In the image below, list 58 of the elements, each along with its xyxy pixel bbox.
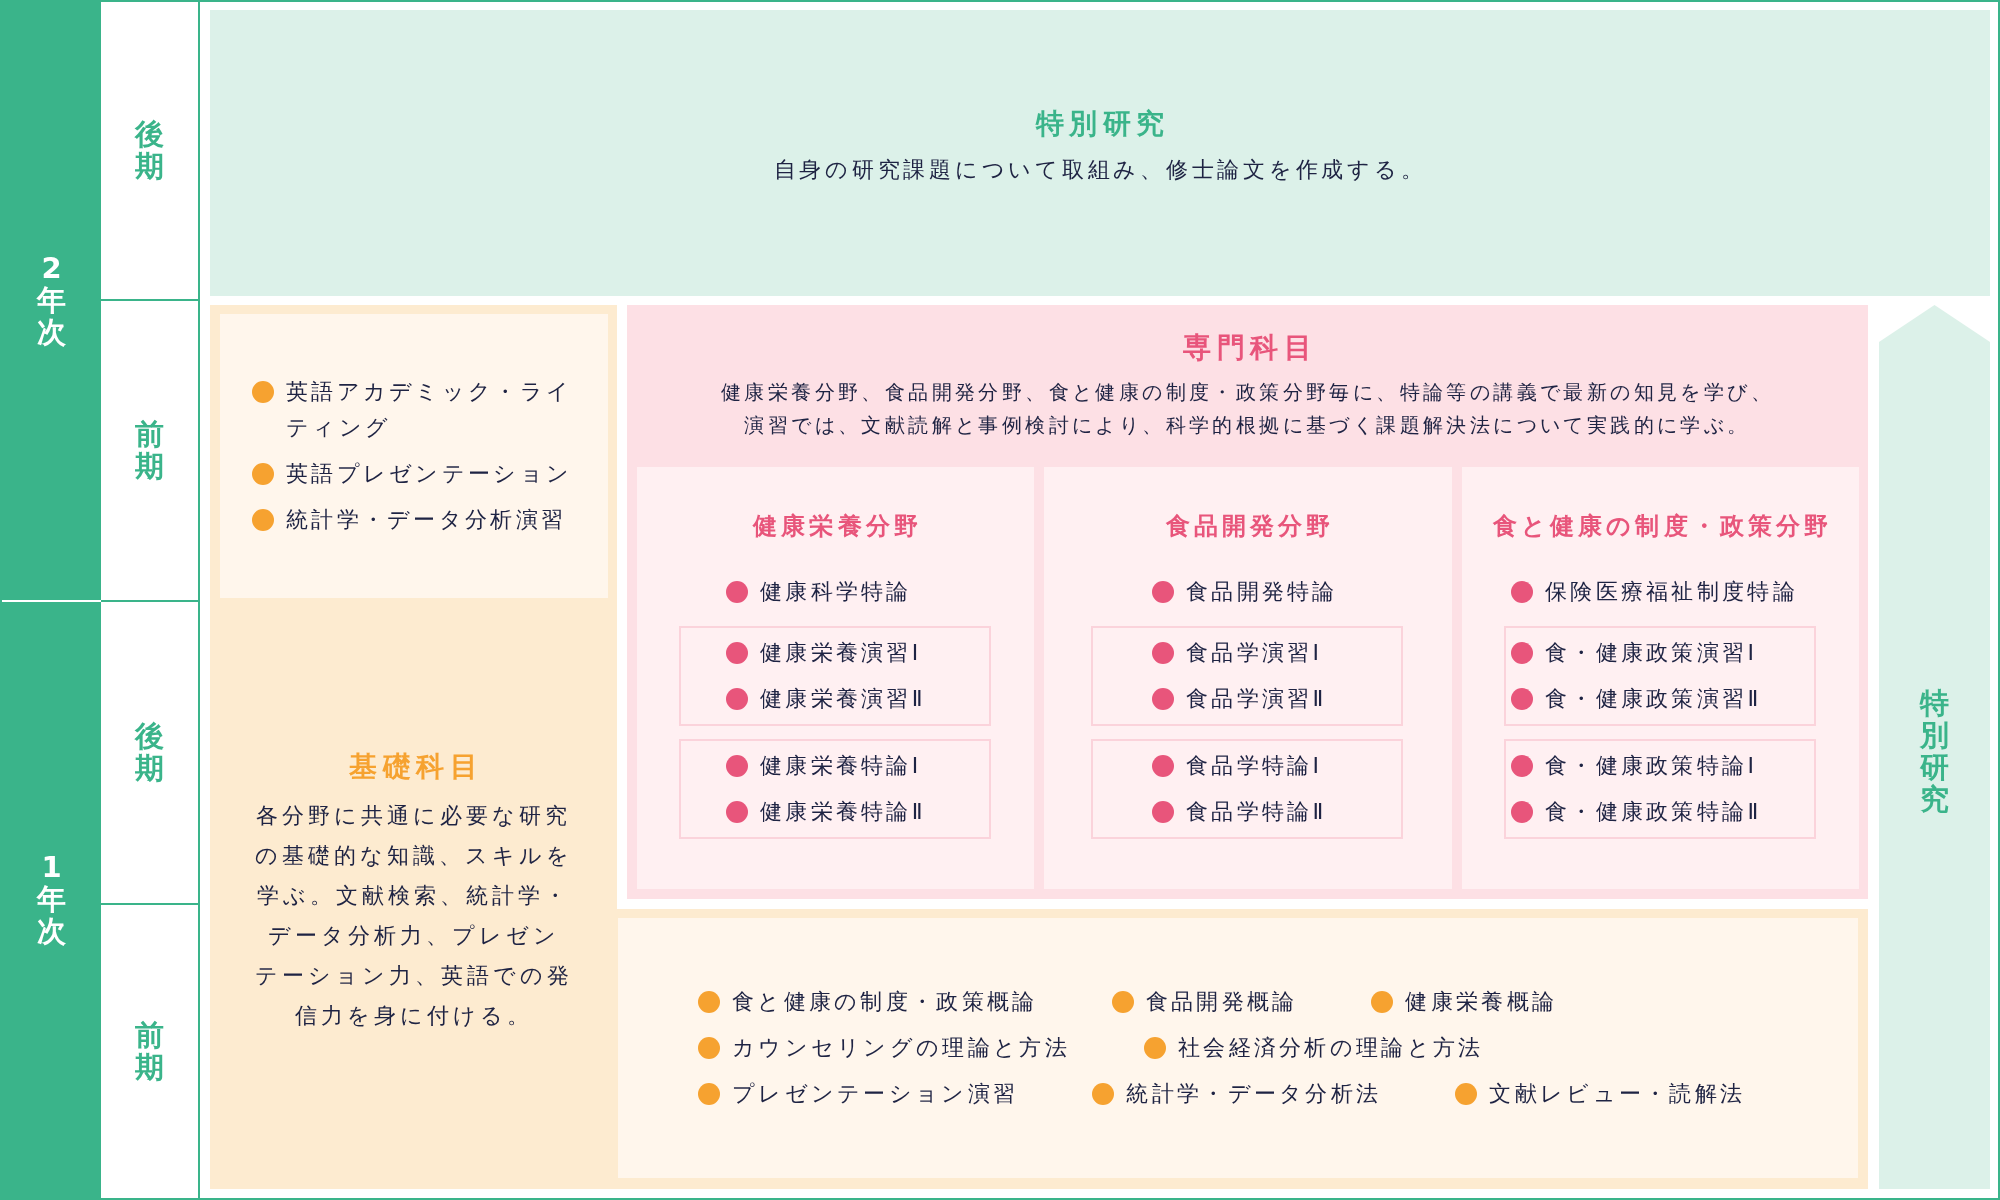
course-name: プレゼンテーション演習	[732, 1080, 1019, 1108]
course-group	[1504, 626, 1816, 726]
course-name: 健康栄養演習Ⅰ	[760, 639, 922, 667]
section-description: 健康栄養分野、食品開発分野、食と健康の制度・政策分野毎に、特論等の講義で最新の知見を学び、演習では、文献読解と事例検討により、科学的根拠に基づく課題解決法について実践的に学ぶ。	[720, 379, 1775, 439]
field-column	[1462, 467, 1859, 889]
section-description: 自身の研究課題について取組み、修士論文を作成する。	[773, 156, 1427, 184]
section-title: 特別研究	[1035, 106, 1170, 142]
section-description: 各分野に共通に必要な研究の基礎的な知識、スキルを学ぶ。文献検索、統計学・データ分析力、プレゼンテーション力、英語での発信力を身に付ける。	[254, 802, 573, 1030]
course-name: 健康栄養特論Ⅰ	[760, 752, 922, 780]
course-name: 健康栄養演習Ⅱ	[760, 685, 926, 713]
field-heading: 食品開発分野	[1165, 511, 1335, 542]
year-label: 2年次	[37, 253, 66, 349]
field-heading: 食と健康の制度・政策分野	[1493, 511, 1832, 542]
term-cell	[101, 602, 200, 905]
term-label: 前期	[135, 418, 164, 483]
course-name: 英語プレゼンテーション	[286, 460, 573, 488]
course-group	[679, 739, 991, 839]
course-name: 健康栄養概論	[1405, 988, 1558, 1016]
course-name: 食・健康政策演習Ⅰ	[1545, 639, 1758, 667]
term-cell	[101, 2, 200, 301]
course-name: 健康科学特論	[760, 578, 912, 606]
specialized-panel	[627, 305, 1868, 899]
course-name: 英語アカデミック・ライティング	[286, 378, 574, 442]
course-group	[1091, 739, 1403, 839]
year-label: 1年次	[37, 852, 66, 948]
course-group	[1091, 626, 1403, 726]
course-name: 統計学・データ分析法	[1126, 1080, 1382, 1108]
term-label: 後期	[135, 118, 164, 183]
course-name: 統計学・データ分析演習	[286, 506, 567, 534]
course-list-panel	[220, 314, 608, 598]
course-name: 食品学演習Ⅰ	[1186, 639, 1323, 667]
course-name: 健康栄養特論Ⅱ	[760, 798, 926, 826]
course-name: カウンセリングの理論と方法	[732, 1034, 1070, 1062]
term-cell	[101, 301, 200, 602]
course-name: 社会経済分析の理論と方法	[1177, 1034, 1484, 1062]
term-label: 後期	[135, 720, 164, 785]
course-name: 食品開発特論	[1186, 578, 1338, 606]
course-group	[1504, 739, 1816, 839]
research-panel	[210, 10, 1990, 296]
course-name: 食品学特論Ⅰ	[1186, 752, 1323, 780]
course-group	[679, 626, 991, 726]
term-label: 前期	[135, 1019, 164, 1084]
course-name: 食品開発概論	[1145, 988, 1298, 1016]
course-name: 保険医療福祉制度特論	[1545, 578, 1798, 606]
course-name: 食品学演習Ⅱ	[1186, 685, 1327, 713]
course-list-panel	[618, 918, 1858, 1178]
section-title: 専門科目	[1183, 330, 1318, 366]
course-name: 食・健康政策特論Ⅱ	[1545, 798, 1762, 826]
field-column	[637, 467, 1034, 889]
field-column	[1044, 467, 1452, 889]
course-name: 文献レビュー・読解法	[1489, 1080, 1746, 1108]
course-name: 食品学特論Ⅱ	[1186, 798, 1327, 826]
field-heading: 健康栄養分野	[753, 511, 922, 542]
section-title: 基礎科目	[349, 749, 484, 785]
course-name: 食・健康政策演習Ⅱ	[1545, 685, 1762, 713]
arrow-label: 特別研究	[1920, 688, 1949, 816]
course-name: 食と健康の制度・政策概論	[732, 988, 1038, 1016]
course-name: 食・健康政策特論Ⅰ	[1545, 752, 1758, 780]
